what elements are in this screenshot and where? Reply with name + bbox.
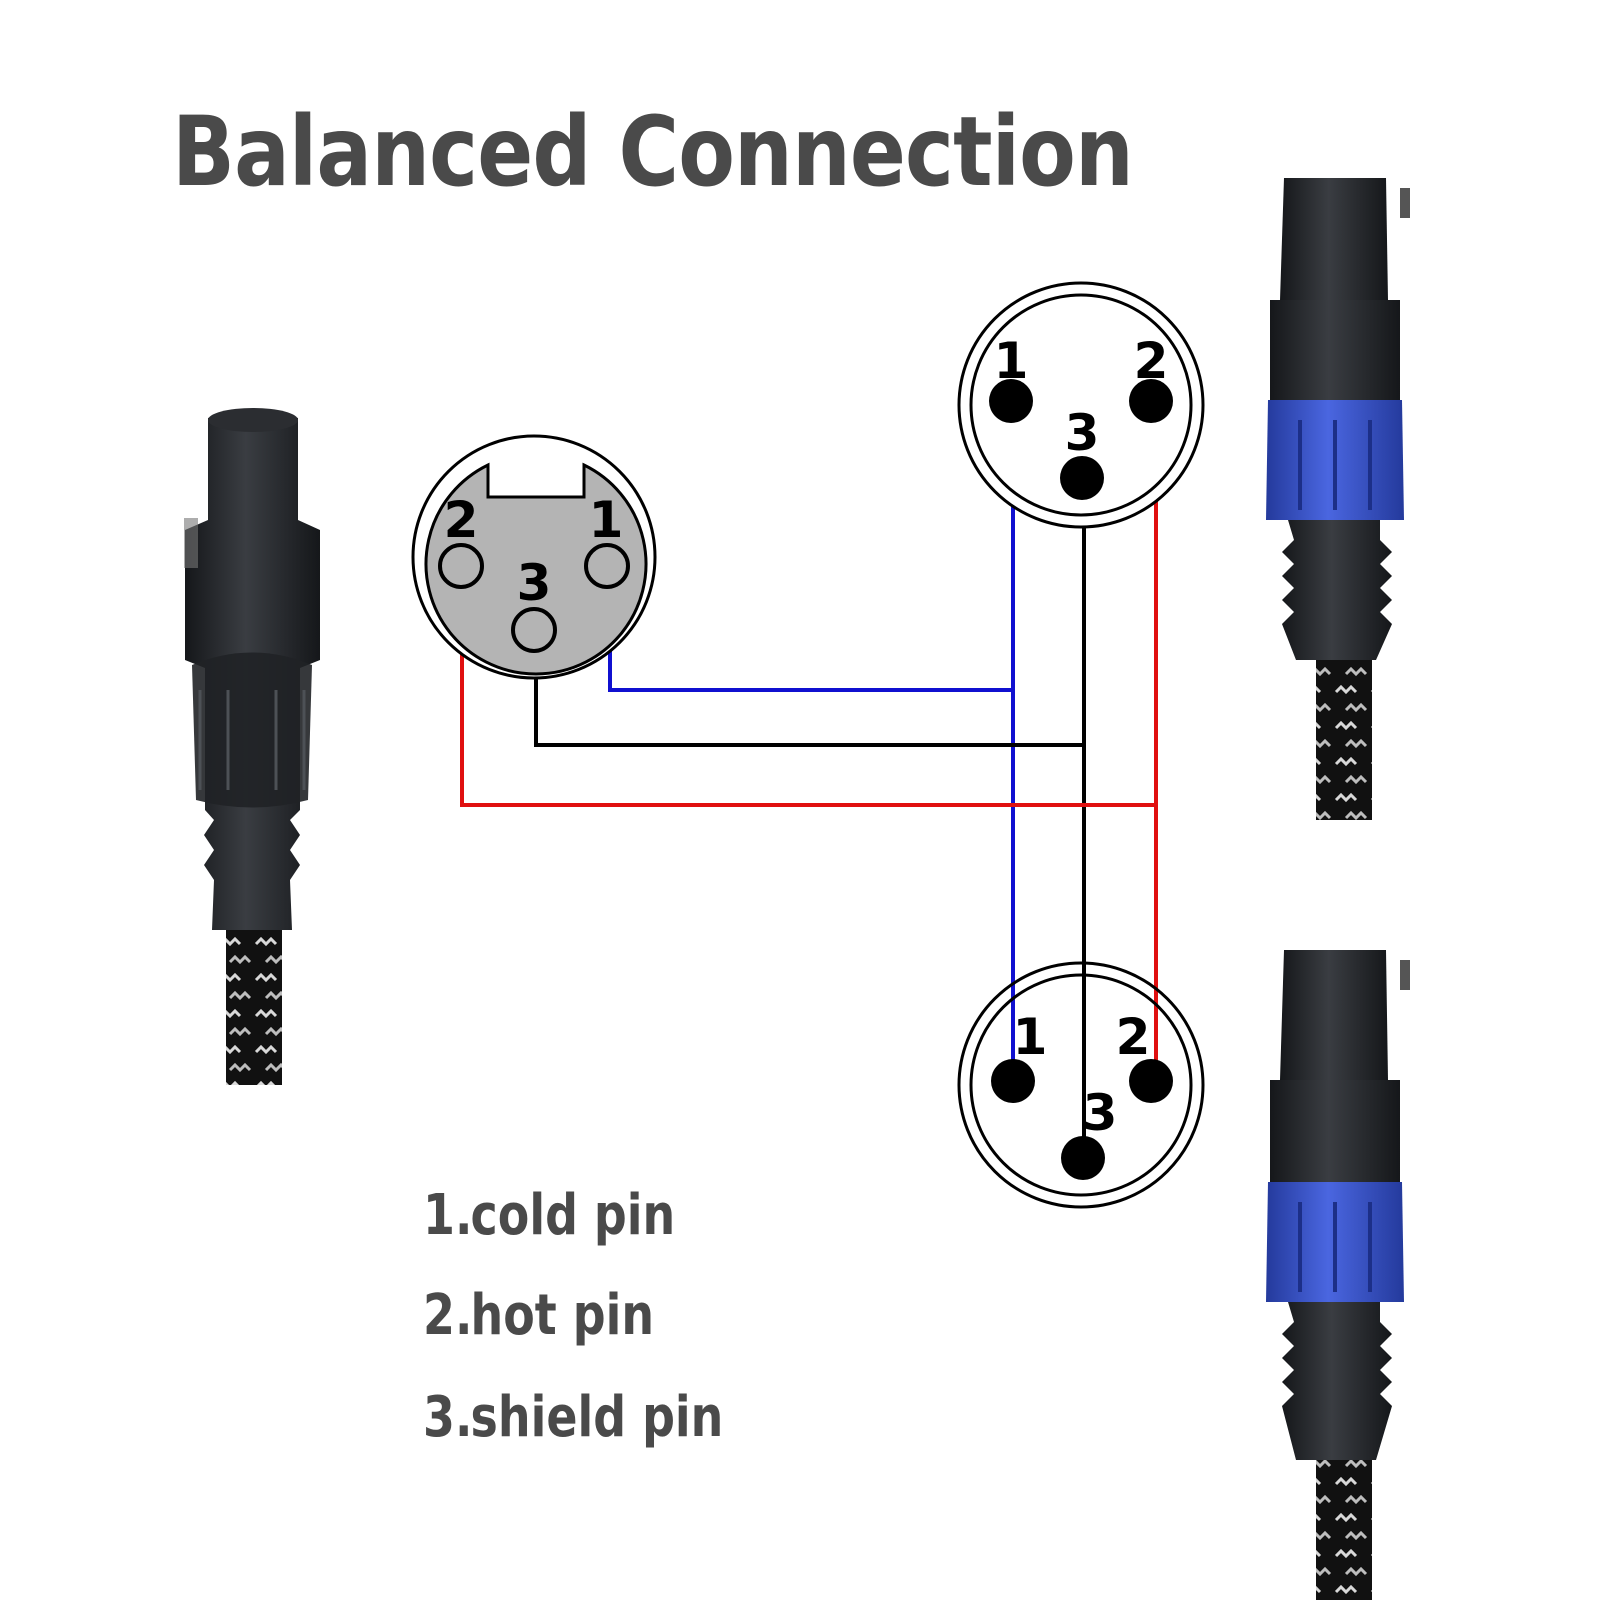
legend-text: shield pin	[470, 1385, 724, 1450]
top-cable-braid	[1316, 660, 1372, 820]
bottom-cable-braid	[1316, 1460, 1372, 1600]
wire-pin3	[534, 480, 1086, 1163]
male-top-pin-label-2: 2	[1134, 332, 1169, 390]
female-pin-2	[438, 543, 484, 589]
female-pin-label-1: 1	[589, 491, 624, 549]
female-pin-label-2: 2	[444, 491, 479, 549]
legend-text: hot pin	[470, 1283, 655, 1348]
male-bottom-pin-label-1: 1	[1013, 1008, 1048, 1066]
male-xlr-cable-image-top	[1266, 178, 1410, 820]
female-xlr-cable-image	[184, 408, 320, 1085]
male-top-pin-label-1: 1	[994, 332, 1029, 390]
male-bottom-pin-1	[991, 1059, 1035, 1103]
female-connector-face: 2 1 3	[411, 434, 657, 680]
male-connector-top-face: 1 2 3	[957, 281, 1205, 529]
male-bottom-pin-label-2: 2	[1116, 1008, 1151, 1066]
male-bottom-pin-3	[1061, 1136, 1105, 1180]
male-top-pin-label-3: 3	[1065, 404, 1100, 462]
female-pin-label-3: 3	[517, 554, 552, 612]
legend-item-shield: 3.shield pin	[423, 1390, 723, 1446]
female-pin-1	[584, 543, 630, 589]
diagram-title: Balanced Connection	[172, 96, 1134, 208]
male-connector-bottom-face: 1 2 3	[957, 961, 1205, 1209]
male-top-pin-3	[1060, 456, 1104, 500]
wire-pin2	[460, 420, 1158, 1062]
male-bottom-pin-label-3: 3	[1083, 1084, 1118, 1142]
female-pin-3	[511, 607, 557, 653]
legend-item-hot: 2.hot pin	[423, 1288, 654, 1344]
male-top-pin-1	[989, 379, 1033, 423]
male-top-pin-2	[1129, 379, 1173, 423]
legend-number: 1.	[423, 1183, 473, 1248]
male-bottom-pin-2	[1129, 1059, 1173, 1103]
legend-number: 3.	[423, 1385, 473, 1450]
male-xlr-cable-image-bottom	[1266, 950, 1410, 1600]
legend-item-cold: 1.cold pin	[423, 1188, 675, 1244]
legend-text: cold pin	[470, 1183, 676, 1248]
legend-number: 2.	[423, 1283, 473, 1348]
